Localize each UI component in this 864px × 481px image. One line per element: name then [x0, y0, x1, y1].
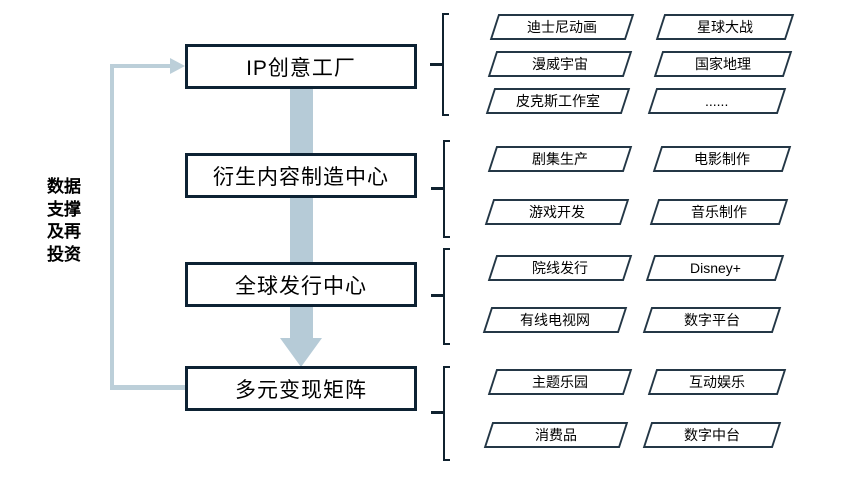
- loop-arrow-top-segment: [110, 64, 171, 68]
- item-label: 国家地理: [695, 56, 751, 72]
- item-game-development: 游戏开发: [484, 199, 630, 225]
- bracket-3-bottom-serif: [443, 343, 450, 345]
- bracket-2-dash: [431, 187, 444, 190]
- item-national-geographic: 国家地理: [653, 51, 793, 77]
- loop-arrowhead-icon: [170, 58, 185, 74]
- bracket-2-top-serif: [443, 140, 450, 142]
- flow-box-label: IP创意工厂: [246, 56, 356, 80]
- item-star-wars: 星球大战: [655, 14, 795, 40]
- flow-box-label: 衍生内容制造中心: [213, 165, 389, 189]
- item-label: 互动娱乐: [689, 374, 745, 390]
- item-disney-plus: Disney+: [645, 255, 785, 281]
- item-pixar-studio: 皮克斯工作室: [485, 88, 631, 114]
- bracket-1-vertical: [442, 13, 444, 116]
- bracket-1-bottom-serif: [442, 114, 449, 116]
- bracket-4-dash: [431, 411, 444, 414]
- item-label: 迪士尼动画: [527, 19, 597, 35]
- bracket-4-top-serif: [443, 366, 450, 368]
- data-support-reinvest-label: 数据 支撑 及再 投资: [47, 177, 81, 264]
- bracket-1-top-serif: [442, 13, 449, 15]
- item-label: 星球大战: [697, 19, 753, 35]
- loop-arrow-bottom-segment: [110, 385, 186, 390]
- item-disney-animation: 迪士尼动画: [489, 14, 635, 40]
- item-label: 游戏开发: [529, 204, 585, 220]
- main-flow-arrowhead-icon: [280, 338, 322, 367]
- item-label: 消费品: [535, 427, 577, 443]
- bracket-2-vertical: [443, 140, 445, 238]
- item-label: 院线发行: [532, 260, 588, 276]
- flow-box-label: 多元变现矩阵: [235, 378, 367, 402]
- bracket-4-vertical: [443, 366, 445, 461]
- item-label: 皮克斯工作室: [516, 93, 600, 109]
- item-digital-platform: 数字平台: [642, 307, 782, 333]
- bracket-3-dash: [431, 294, 444, 297]
- flow-box-ip-creative-factory: IP创意工厂: [185, 44, 417, 89]
- item-label: 音乐制作: [691, 204, 747, 220]
- item-label: 数字平台: [684, 312, 740, 328]
- item-theme-park: 主题乐园: [487, 369, 633, 395]
- item-label: 有线电视网: [520, 312, 590, 328]
- item-digital-middle-platform: 数字中台: [642, 422, 782, 448]
- item-film-production: 电影制作: [652, 146, 792, 172]
- flow-box-derivative-content-center: 衍生内容制造中心: [185, 153, 417, 198]
- item-theatrical-release: 院线发行: [487, 255, 633, 281]
- item-interactive-entertainment: 互动娱乐: [647, 369, 787, 395]
- bracket-2-bottom-serif: [443, 236, 450, 238]
- flow-box-label: 全球发行中心: [235, 274, 367, 298]
- item-cable-tv-network: 有线电视网: [482, 307, 628, 333]
- item-music-production: 音乐制作: [649, 199, 789, 225]
- item-consumer-products: 消费品: [483, 422, 629, 448]
- bracket-1-dash: [430, 63, 443, 66]
- item-series-production: 剧集生产: [487, 146, 633, 172]
- bracket-3-top-serif: [443, 248, 450, 250]
- flow-box-multi-monetization-matrix: 多元变现矩阵: [185, 366, 417, 411]
- item-label: ......: [705, 93, 729, 109]
- item-label: 数字中台: [684, 427, 740, 443]
- item-label: 主题乐园: [532, 374, 588, 390]
- bracket-3-vertical: [443, 248, 445, 345]
- item-label: Disney+: [689, 260, 741, 276]
- flow-box-global-distribution-center: 全球发行中心: [185, 262, 417, 307]
- bracket-4-bottom-serif: [443, 459, 450, 461]
- item-label: 剧集生产: [532, 151, 588, 167]
- loop-arrow-vertical-segment: [110, 64, 114, 390]
- item-ellipsis: ......: [647, 88, 787, 114]
- item-marvel-universe: 漫威宇宙: [487, 51, 633, 77]
- item-label: 漫威宇宙: [532, 56, 588, 72]
- item-label: 电影制作: [694, 151, 750, 167]
